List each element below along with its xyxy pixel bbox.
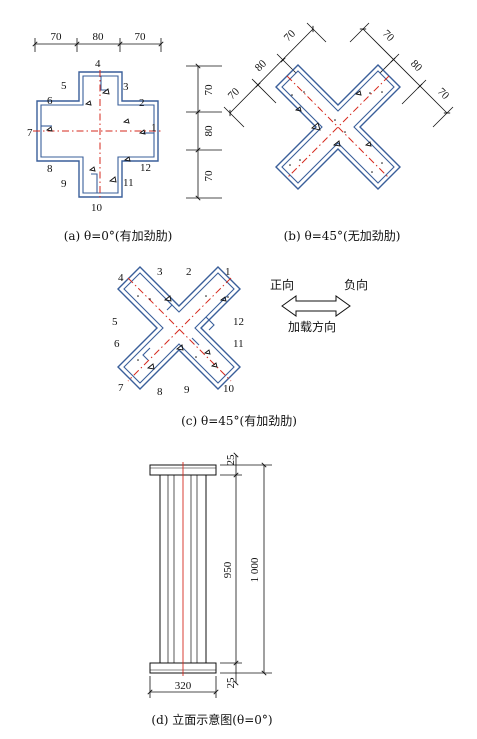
panel-a-side-10: 10 — [91, 202, 103, 214]
panel-c-side-7: 7 — [118, 382, 124, 394]
panel-a-side-2: 2 — [139, 97, 145, 109]
panel-c-side-3: 3 — [157, 266, 163, 278]
panel-a-side-7: 7 — [27, 127, 33, 139]
panel-b-dim-right-1: 70 — [380, 28, 397, 45]
panel-b: 70 80 70 70 80 70 — [223, 22, 454, 243]
panel-b-dim-left-3: 70 — [226, 85, 243, 102]
panel-c-side-5: 5 — [112, 316, 118, 328]
panel-c-side-4: 4 — [118, 272, 124, 284]
panel-b-right-dimension: 70 80 70 — [349, 22, 454, 128]
legend-negative-label: 负向 — [344, 277, 368, 292]
panel-b-dim-left-1: 70 — [282, 27, 299, 44]
panel-d: 1 000 950 25 25 320 (d) 立面示意图(θ=0°) — [147, 452, 273, 727]
panel-b-dim-right-3: 70 — [435, 86, 452, 103]
panel-a-side-6: 6 — [47, 95, 53, 107]
panel-a-side-5: 5 — [61, 80, 67, 92]
panel-c-side-12: 12 — [233, 316, 244, 328]
panel-a-dim-right-3: 70 — [203, 170, 215, 182]
panel-a-cross-section — [33, 70, 162, 200]
legend-positive-label: 正向 — [270, 277, 294, 292]
panel-c-side-6: 6 — [114, 338, 120, 350]
panel-a: 70 80 70 70 80 70 — [27, 31, 222, 243]
panel-c-side-9: 9 — [184, 384, 190, 396]
panel-d-caption: (d) 立面示意图(θ=0°) — [151, 712, 272, 727]
panel-a-top-dimension: 70 80 70 — [32, 31, 164, 52]
panel-a-side-4: 4 — [95, 58, 101, 70]
panel-a-right-dimension: 70 80 70 — [186, 63, 222, 201]
panel-d-dim-bottom: 25 — [225, 677, 237, 689]
panel-a-dim-right-2: 80 — [203, 125, 215, 137]
panel-d-dim-mid: 950 — [222, 561, 234, 578]
double-arrow-icon — [281, 295, 351, 317]
panel-c-side-1: 1 — [225, 266, 231, 278]
panel-c-side-11: 11 — [233, 338, 244, 350]
panel-d-dimensions: 1 000 950 25 25 320 — [147, 452, 272, 698]
panel-a-dim-top-2: 80 — [93, 31, 105, 43]
panel-c-cross-section — [117, 266, 241, 390]
panel-d-dim-total: 1 000 — [249, 557, 261, 582]
panel-a-dim-right-1: 70 — [203, 84, 215, 96]
panel-b-dim-left-2: 80 — [253, 57, 270, 74]
panel-b-dim-right-2: 80 — [408, 58, 425, 75]
panel-a-side-3: 3 — [123, 81, 129, 93]
panel-a-side-9: 9 — [61, 178, 67, 190]
panel-d-dim-width: 320 — [175, 680, 192, 692]
panel-c-side-2: 2 — [186, 266, 192, 278]
panel-c: 1 2 3 4 5 6 7 8 9 10 11 12 (c) θ=45°(有加劲… — [112, 266, 297, 428]
panel-a-side-1: 1 — [151, 122, 157, 134]
panel-a-dim-top-3: 70 — [135, 31, 147, 43]
panel-d-column-elevation — [149, 462, 217, 676]
panel-a-side-numbers: 1 2 3 4 5 6 7 8 9 10 11 12 — [27, 58, 157, 214]
panel-a-side-8: 8 — [47, 163, 53, 175]
panel-a-caption: (a) θ=0°(有加劲肋) — [64, 228, 173, 243]
panel-b-left-dimension: 70 80 70 — [223, 22, 327, 128]
legend-direction-label: 加载方向 — [288, 319, 336, 334]
panel-a-side-11: 11 — [123, 177, 134, 189]
panel-b-cross-section — [275, 64, 401, 190]
panel-a-side-12: 12 — [140, 162, 151, 174]
panel-c-caption: (c) θ=45°(有加劲肋) — [181, 413, 297, 428]
panel-b-caption: (b) θ=45°(无加劲肋) — [284, 228, 401, 243]
loading-direction-legend: 正向 负向 加载方向 — [270, 277, 368, 334]
panel-a-dim-top-1: 70 — [51, 31, 63, 43]
panel-c-side-10: 10 — [223, 383, 235, 395]
panel-c-side-8: 8 — [157, 386, 163, 398]
panel-d-dim-top: 25 — [225, 454, 237, 466]
panel-c-side-numbers: 1 2 3 4 5 6 7 8 9 10 11 12 — [112, 266, 244, 398]
